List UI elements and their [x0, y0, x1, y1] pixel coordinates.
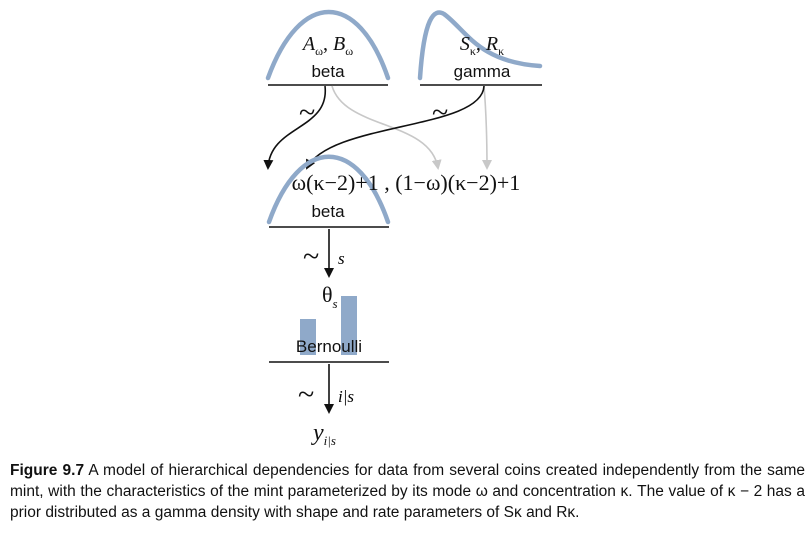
i-given-s-label: i|s: [338, 387, 354, 406]
s-label: s: [338, 249, 345, 268]
top-left-dist: beta: [311, 62, 345, 81]
y-label: yi|s: [311, 420, 336, 448]
tilde-middle: ~: [303, 240, 319, 273]
figure-caption: Figure 9.7 A model of hierarchical depen…: [10, 460, 805, 523]
top-left-params: Aω, Bω: [301, 33, 353, 58]
beta-curve-top: [265, 9, 391, 81]
bottom-dist: Bernoulli: [296, 337, 362, 356]
bernoulli-bar-1: [341, 296, 357, 355]
top-right-params: Sκ, Rκ: [460, 33, 504, 58]
caption-text: A model of hierarchical dependencies for…: [10, 462, 806, 521]
hierarchical-model-diagram: Aω, Bω beta Sκ, Rκ gamma ~ ~ ω(κ−2)+1 , …: [263, 9, 543, 448]
middle-params: ω(κ−2)+1 , (1−ω)(κ−2)+1: [292, 170, 521, 195]
arrow-gamma-to-kappa: [306, 85, 485, 170]
bernoulli-bar-0: [300, 319, 316, 355]
tilde-top-left: ~: [299, 96, 315, 129]
figure-label: Figure 9.7: [10, 462, 85, 479]
gamma-curve-top: [417, 10, 543, 81]
gray-arrow-left: [331, 85, 442, 170]
theta-label: θs: [322, 282, 338, 311]
tilde-top-right: ~: [432, 96, 448, 129]
arrow-beta-to-omega: [263, 85, 326, 170]
top-right-dist: gamma: [454, 62, 511, 81]
beta-curve-middle: [266, 154, 391, 225]
middle-dist: beta: [311, 202, 345, 221]
tilde-bottom: ~: [298, 378, 314, 411]
gray-arrow-right: [481, 85, 492, 170]
